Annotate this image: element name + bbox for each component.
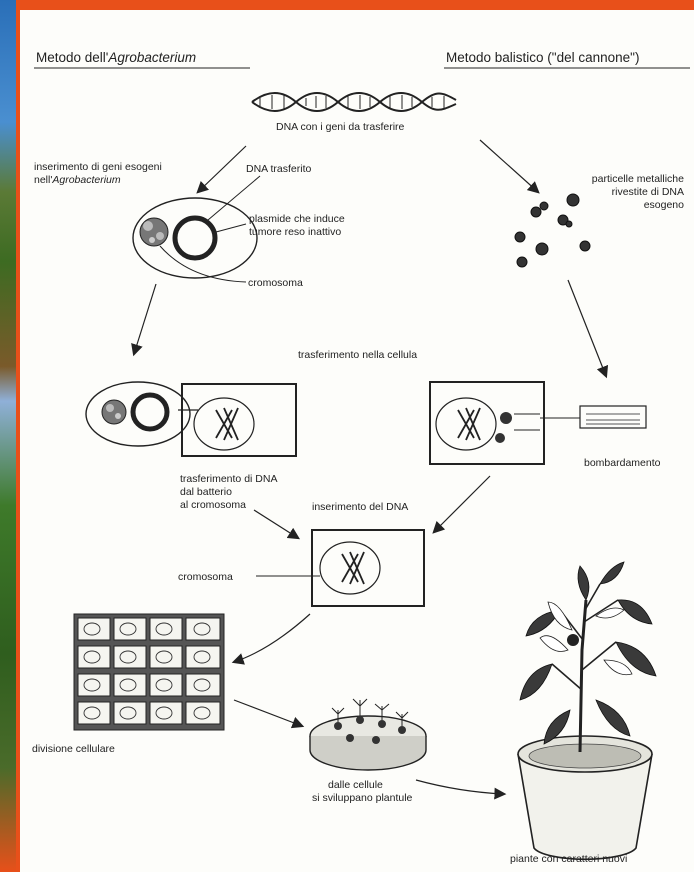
label-trasferimento-cellula: trasferimento nella cellula <box>298 349 417 361</box>
label-dalle-cellule-line2: si sviluppano plantule <box>312 792 413 804</box>
label-plasmide-line2: tumore reso inattivo <box>249 226 341 238</box>
potted-plant-icon <box>517 561 657 861</box>
pointer-dna-trasferito <box>207 175 261 221</box>
label-particelle-line3: esogeno <box>644 199 684 211</box>
label-cromosoma-mid: cromosoma <box>178 571 233 583</box>
label-particelle-line1: particelle metalliche <box>592 173 684 185</box>
arrow-particles-to-gun <box>567 279 609 379</box>
diagram-panel: Metodo dell'Agrobacterium Metodo balisti… <box>20 10 694 872</box>
label-trasf-dna-line1: trasferimento di DNA <box>180 473 277 485</box>
plant-cell-right <box>429 381 545 465</box>
petri-dish-icon <box>309 698 427 771</box>
background-photo-strip <box>0 0 16 872</box>
label-trasf-dna-line3: al cromosoma <box>180 499 246 511</box>
arrow-center-to-division <box>231 613 311 665</box>
label-dna-geni: DNA con i geni da trasferire <box>276 121 405 133</box>
particle-gun-icon <box>540 405 647 429</box>
arrow-agro-to-transfer <box>131 283 157 357</box>
pointer-plasmide <box>215 223 247 233</box>
arrow-dna-to-agrobacterium <box>196 145 247 194</box>
arrow-right-to-center <box>432 475 491 534</box>
header-left-title: Metodo dell'Agrobacterium <box>36 50 196 65</box>
label-inserimento-line2: nell'Agrobacterium <box>34 174 121 186</box>
arrow-dish-to-plant <box>415 779 507 800</box>
label-particelle-line2: rivestite di DNA <box>612 186 684 198</box>
header-right-title: Metodo balistico ("del cannone") <box>446 50 639 65</box>
genetic-transfer-diagram: Metodo dell'Agrobacterium Metodo balisti… <box>32 50 690 865</box>
label-dna-trasferito: DNA trasferito <box>246 163 312 175</box>
dna-helix-icon <box>251 92 457 112</box>
agrobacterium-attached-cell <box>85 381 191 447</box>
plant-cell-left <box>178 383 297 457</box>
label-inserimento-line1: inserimento di geni esogeni <box>34 161 162 173</box>
plant-cell-center <box>311 529 425 607</box>
arrow-left-to-center <box>253 509 301 540</box>
label-dalle-cellule-line1: dalle cellule <box>328 779 383 791</box>
arrow-dna-to-particles <box>479 139 540 194</box>
arrow-division-to-dish <box>233 699 305 729</box>
label-trasf-dna-line2: dal batterio <box>180 486 232 498</box>
label-piante: piante con caratteri nuovi <box>510 853 627 865</box>
label-cromosoma-top: cromosoma <box>248 277 303 289</box>
label-bombardamento: bombardamento <box>584 457 661 469</box>
label-inserimento-dna: inserimento del DNA <box>312 501 408 513</box>
cell-division-grid <box>73 613 225 731</box>
label-divisione: divisione cellulare <box>32 743 115 755</box>
agrobacterium-cell <box>132 197 258 279</box>
label-plasmide-line1: plasmide che induce <box>249 213 345 225</box>
pointer-cromosoma-top <box>159 245 247 283</box>
metal-particles-icon <box>514 193 591 268</box>
